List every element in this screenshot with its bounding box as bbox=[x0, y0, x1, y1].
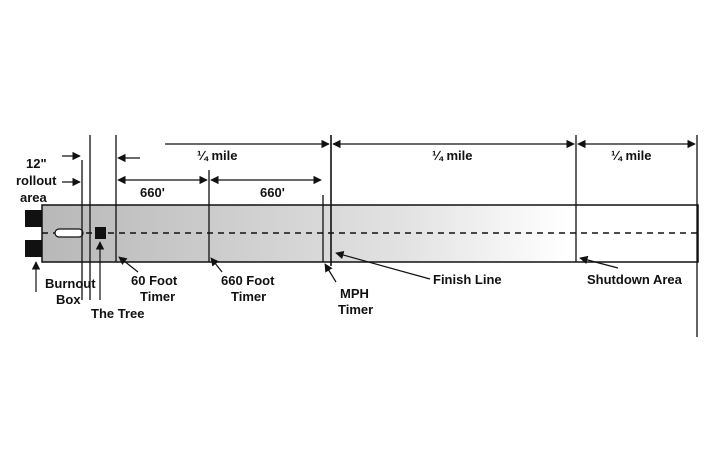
eighth-mile-label-b: ¼ mile bbox=[611, 148, 651, 163]
quarter-mile-label: ¼ mile bbox=[197, 148, 237, 163]
rollout-label-3: area bbox=[20, 190, 48, 205]
rollout-label-2: rollout bbox=[16, 173, 57, 188]
six60-pointer bbox=[210, 257, 223, 273]
six60-label-2: Timer bbox=[231, 289, 266, 304]
sixty-label-2: Timer bbox=[140, 289, 175, 304]
dist-660-label-a: 660' bbox=[140, 185, 165, 200]
burnout-label-2: Box bbox=[56, 292, 81, 307]
track-surface bbox=[41, 204, 699, 263]
burnout-box-top bbox=[25, 210, 42, 227]
shutdown-pointer bbox=[579, 255, 619, 269]
eighth-mile-label-a: ¼ mile bbox=[432, 148, 472, 163]
mph-pointer bbox=[324, 263, 337, 283]
shutdown-label: Shutdown Area bbox=[587, 272, 683, 287]
rollout-label-1: 12" bbox=[26, 156, 47, 171]
burnout-label-1: Burnout bbox=[45, 276, 96, 291]
six60-label-1: 660 Foot bbox=[221, 273, 275, 288]
tree-label: The Tree bbox=[91, 306, 144, 321]
mph-label-2: Timer bbox=[338, 302, 373, 317]
mph-label-1: MPH bbox=[340, 286, 369, 301]
finish-label: Finish Line bbox=[433, 272, 502, 287]
burnout-box-bottom bbox=[25, 240, 42, 257]
staging-beam bbox=[54, 228, 84, 238]
sixty-label-1: 60 Foot bbox=[131, 273, 178, 288]
tree-marker bbox=[95, 227, 106, 239]
finish-pointer bbox=[335, 250, 431, 280]
dist-660-label-b: 660' bbox=[260, 185, 285, 200]
sixty-pointer bbox=[118, 256, 139, 273]
